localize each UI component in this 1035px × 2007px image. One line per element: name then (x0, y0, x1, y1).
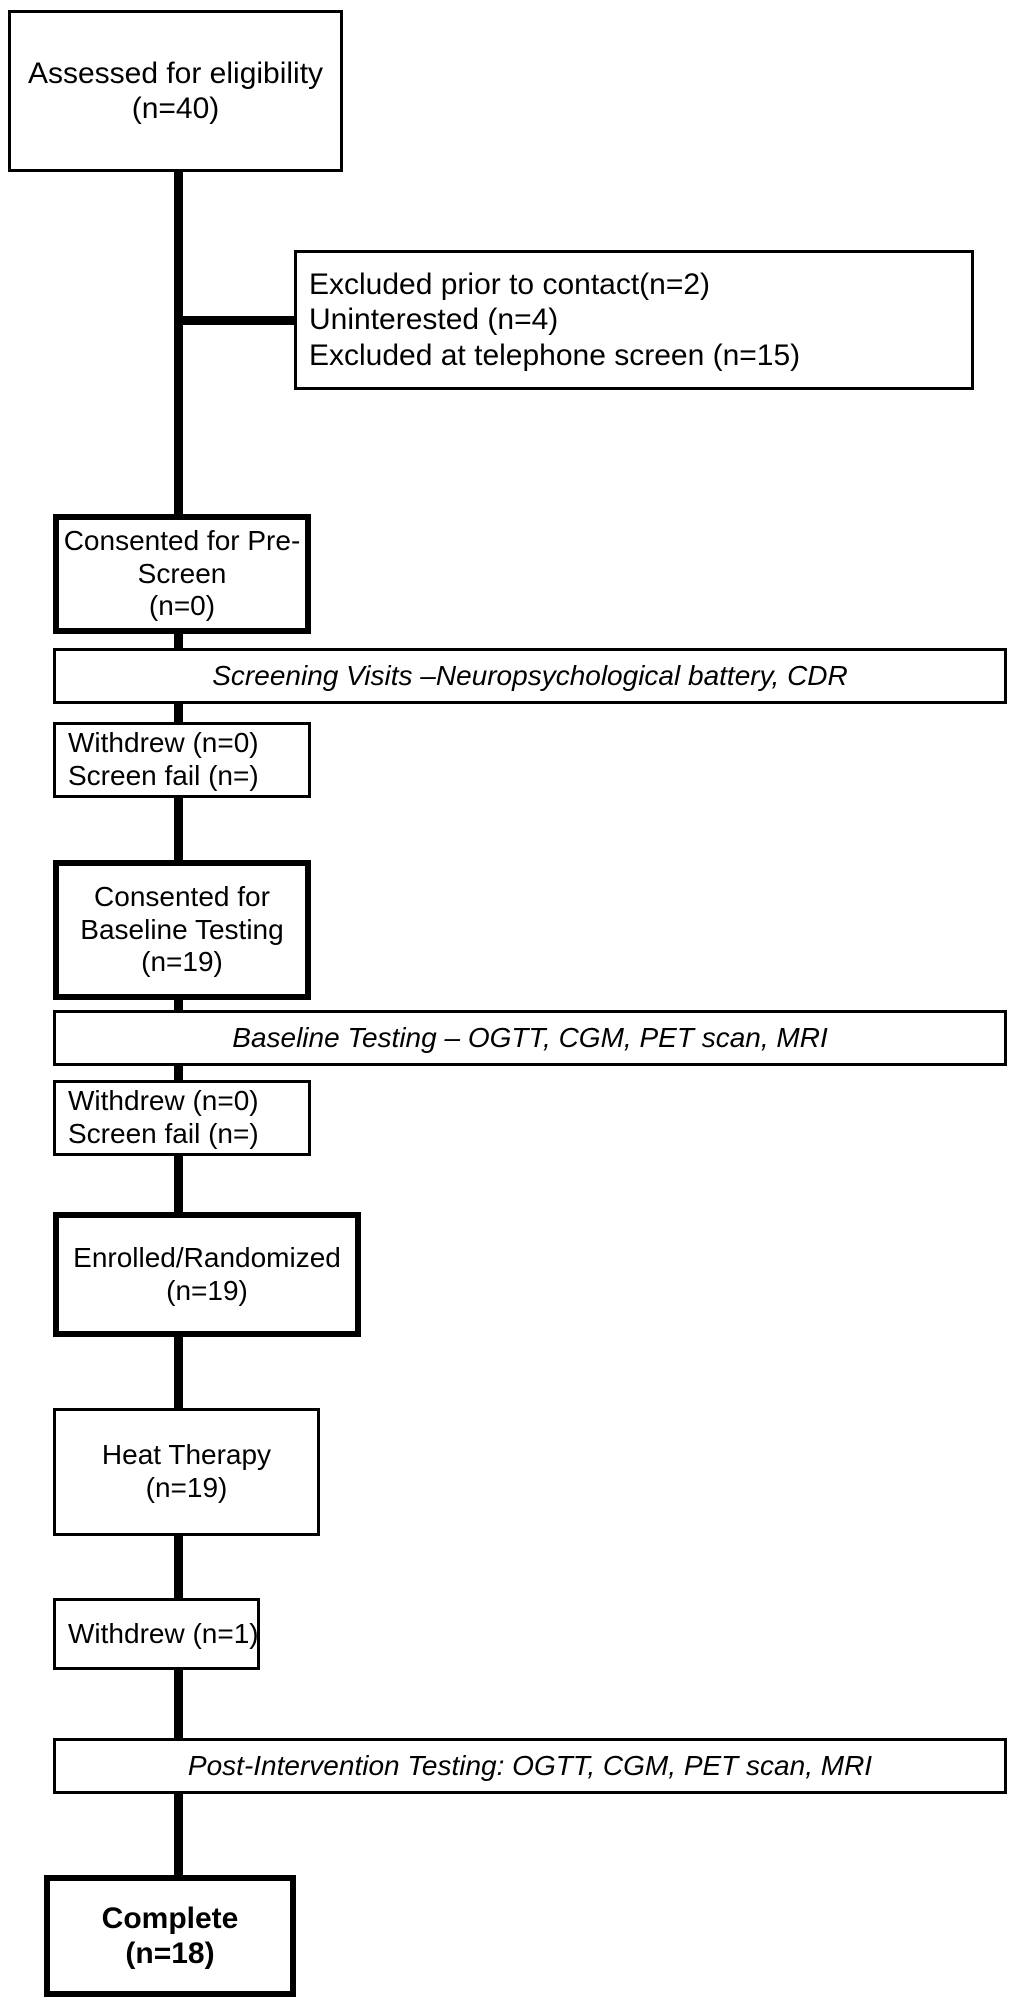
complete-line-1: Complete (101, 1901, 239, 1935)
baseline-consent-line-1: Consented for (94, 880, 270, 912)
connector-to-excluded (178, 315, 297, 325)
withdrew1-line-2: Screen fail (n=) (68, 760, 259, 791)
prescreen-line-1: Consented for Pre- (63, 524, 301, 556)
baseline-testing-banner: Baseline Testing – OGTT, CGM, PET scan, … (53, 1010, 1007, 1066)
connector-withdrew3-to-post (173, 1667, 183, 1741)
withdrew1-line-1: Withdrew (n=0) (68, 727, 259, 759)
withdrew2-line-1: Withdrew (n=0) (68, 1085, 259, 1117)
withdrew3-line-1: Withdrew (n=1) (68, 1617, 259, 1649)
complete-line-2: (n=18) (125, 1937, 215, 1970)
baseline-consent-line-2: Baseline Testing (80, 913, 284, 945)
assessed-for-eligibility-box: Assessed for eligibility (n=40) (8, 10, 343, 172)
screening-visits-text: Screening Visits –Neuropsychological bat… (212, 659, 848, 691)
assessed-line-1: Assessed for eligibility (27, 56, 324, 90)
withdrew2-line-2: Screen fail (n=) (68, 1118, 259, 1149)
connector-screening-to-withdrew1 (173, 701, 183, 725)
assessed-line-2: (n=40) (131, 92, 220, 125)
enrolled-line-1: Enrolled/Randomized (73, 1241, 341, 1273)
heat-line-2: (n=19) (145, 1472, 228, 1503)
post-intervention-testing-banner: Post-Intervention Testing: OGTT, CGM, PE… (53, 1738, 1007, 1794)
baseline-testing-text: Baseline Testing – OGTT, CGM, PET scan, … (232, 1021, 828, 1053)
consented-pre-screen-box: Consented for Pre- Screen (n=0) (53, 514, 311, 634)
heat-line-1: Heat Therapy (101, 1439, 272, 1471)
connector-enrolled-to-heat (173, 1334, 183, 1411)
connector-withdrew2-to-enrolled (173, 1153, 183, 1215)
enrolled-randomized-box: Enrolled/Randomized (n=19) (53, 1212, 361, 1337)
baseline-consent-line-3: (n=19) (141, 946, 223, 978)
heat-therapy-box: Heat Therapy (n=19) (53, 1408, 320, 1536)
connector-baselineconsent-to-baseline (173, 997, 183, 1013)
connector-post-to-complete (173, 1791, 183, 1878)
screening-visits-banner: Screening Visits –Neuropsychological bat… (53, 648, 1007, 704)
complete-box: Complete (n=18) (44, 1875, 296, 1997)
connector-withdrew1-to-baselineconsent (173, 795, 183, 863)
excluded-line-1: Excluded prior to contact(n=2) (309, 268, 711, 302)
excluded-line-3: Excluded at telephone screen (n=15) (309, 338, 801, 372)
connector-assessed-to-prescreen (173, 169, 183, 517)
prescreen-line-2: Screen (137, 557, 227, 589)
withdrew-screen-fail-box-1: Withdrew (n=0) Screen fail (n=) (53, 722, 311, 798)
connector-heat-to-withdrew3 (173, 1533, 183, 1601)
consented-baseline-testing-box: Consented for Baseline Testing (n=19) (53, 860, 311, 1000)
connector-prescreen-to-screening (173, 631, 183, 651)
excluded-line-2: Uninterested (n=4) (309, 303, 559, 337)
prescreen-line-3: (n=0) (148, 590, 216, 622)
excluded-box: Excluded prior to contact(n=2) Uninteres… (294, 250, 974, 390)
withdrew-box-3: Withdrew (n=1) (53, 1598, 260, 1670)
post-intervention-text: Post-Intervention Testing: OGTT, CGM, PE… (187, 1749, 873, 1781)
connector-baseline-to-withdrew2 (173, 1063, 183, 1083)
withdrew-screen-fail-box-2: Withdrew (n=0) Screen fail (n=) (53, 1080, 311, 1156)
enrolled-line-2: (n=19) (166, 1274, 248, 1306)
